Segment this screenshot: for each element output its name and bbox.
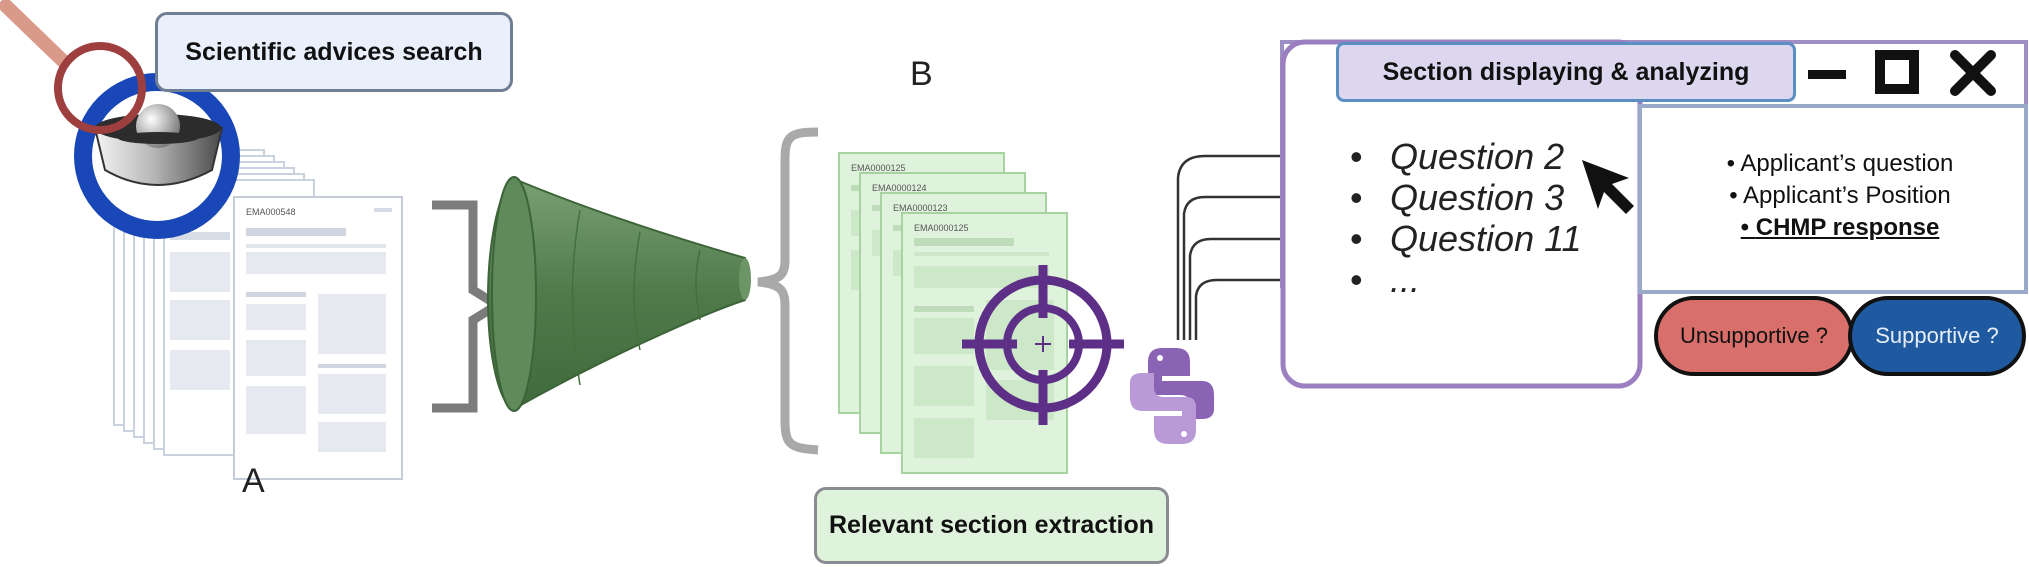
close-icon[interactable] (1950, 50, 1996, 96)
doc-code-b3: EMA0000123 (893, 203, 948, 213)
doc-code-b1: EMA0000125 (851, 163, 906, 173)
arrows-to-window (1176, 154, 1320, 340)
cursor-icon (1582, 160, 1634, 214)
bracket-b (757, 127, 819, 455)
question-list: Question 2 Question 3 Question 11 ... (1350, 136, 1581, 300)
panel-letter-a: A (242, 462, 265, 500)
section-details-list: Applicant’s question Applicant’s Positio… (1690, 148, 1990, 244)
question-item-3[interactable]: Question 3 (1350, 177, 1581, 218)
applicant-position-item: Applicant’s Position (1690, 180, 1990, 212)
python-icon (1130, 348, 1214, 444)
funnel-icon (487, 176, 751, 412)
panel-letter-b: B (910, 55, 933, 93)
unsupportive-button[interactable]: Unsupportive ? (1654, 296, 1854, 376)
question-item-11[interactable]: Question 11 (1350, 218, 1581, 259)
doc-code-b2: EMA0000124 (872, 183, 927, 193)
question-item-2[interactable]: Question 2 (1350, 136, 1581, 177)
question-item-more[interactable]: ... (1350, 259, 1581, 300)
minimize-icon[interactable] (1808, 70, 1846, 79)
doc-code-b4: EMA0000125 (914, 223, 969, 233)
window-title: Section displaying & analyzing (1336, 42, 1796, 102)
maximize-icon[interactable] (1875, 50, 1919, 94)
target-icon (962, 265, 1124, 425)
doc-code-a: EMA000548 (246, 207, 296, 217)
relevant-section-extraction-label: Relevant section extraction (814, 487, 1169, 564)
scientific-advices-search-label: Scientific advices search (155, 12, 513, 92)
bowl-icon (54, 42, 224, 186)
applicant-question-item: Applicant’s question (1690, 148, 1990, 180)
supportive-button[interactable]: Supportive ? (1848, 296, 2026, 376)
document-front-a: EMA000548 (233, 196, 403, 480)
chmp-response-item[interactable]: CHMP response (1690, 212, 1990, 244)
